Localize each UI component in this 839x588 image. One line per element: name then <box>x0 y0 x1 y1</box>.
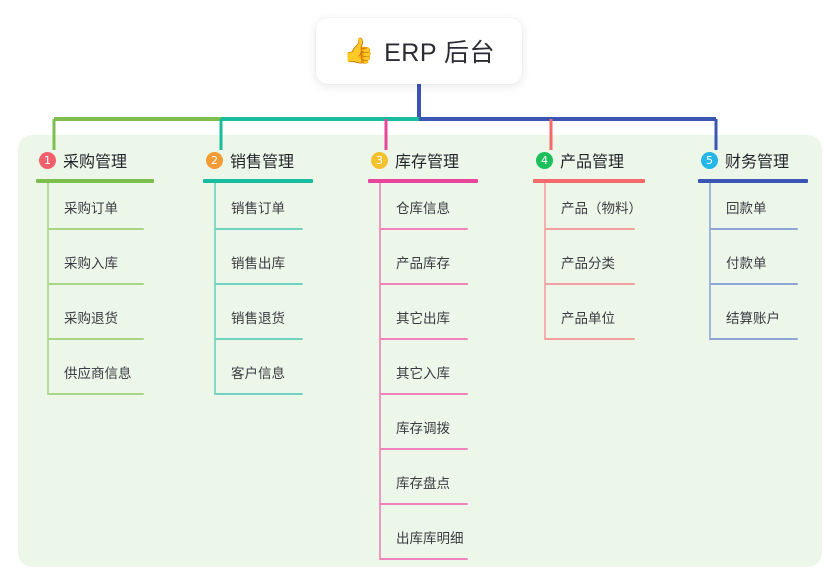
leaf-node-label: 回款单 <box>726 200 767 216</box>
leaf-underline <box>545 227 635 230</box>
branch-underline <box>698 179 808 183</box>
leaf-node-label: 库存调拨 <box>396 420 450 436</box>
leaf-underline <box>380 392 468 395</box>
leaf-node-label: 客户信息 <box>231 365 285 381</box>
leaf-underline <box>380 337 468 340</box>
leaf-underline <box>380 502 468 505</box>
leaf-node[interactable]: 回款单 <box>698 183 808 238</box>
leaf-underline <box>545 282 635 285</box>
leaf-node-label: 其它入库 <box>396 365 450 381</box>
root-node-title: ERP 后台 <box>384 39 496 67</box>
root-node[interactable]: 👍 ERP 后台 <box>316 18 522 84</box>
branch-number-badge: 5 <box>701 151 718 169</box>
branch-number-badge: 1 <box>39 151 56 169</box>
leaf-node[interactable]: 库存盘点 <box>368 458 478 513</box>
leaf-node[interactable]: 采购退货 <box>36 293 154 348</box>
leaf-node[interactable]: 采购入库 <box>36 238 154 293</box>
branch-number-badge: 4 <box>536 151 553 169</box>
branch-underline <box>36 179 154 183</box>
leaf-node[interactable]: 采购订单 <box>36 183 154 238</box>
leaf-node-label: 采购订单 <box>64 200 118 216</box>
leaf-node-label: 其它出库 <box>396 310 450 326</box>
branches-panel <box>18 135 822 567</box>
leaf-node[interactable]: 产品分类 <box>533 238 645 293</box>
branch-underline <box>533 179 645 183</box>
leaf-node-label: 出库库明细 <box>396 530 464 546</box>
leaf-underline <box>215 282 303 285</box>
leaf-node[interactable]: 销售订单 <box>203 183 313 238</box>
leaf-node-label: 产品单位 <box>561 310 615 326</box>
leaf-node[interactable]: 其它入库 <box>368 348 478 403</box>
leaf-node-label: 产品库存 <box>396 255 450 271</box>
leaf-node[interactable]: 仓库信息 <box>368 183 478 238</box>
leaf-underline <box>710 337 798 340</box>
branch-column-3: 3 库存管理仓库信息产品库存其它出库其它入库库存调拨库存盘点出库库明细 <box>368 145 478 568</box>
leaf-node-label: 库存盘点 <box>396 475 450 491</box>
leaf-underline <box>380 282 468 285</box>
leaf-node-label: 供应商信息 <box>64 365 132 381</box>
branch-header-4[interactable]: 4 产品管理 <box>533 145 645 175</box>
branch-column-5: 5 财务管理回款单付款单结算账户 <box>698 145 808 348</box>
leaf-node-label: 产品（物料） <box>561 200 642 216</box>
leaf-node-label: 产品分类 <box>561 255 615 271</box>
leaf-underline <box>48 227 144 230</box>
leaf-underline <box>380 227 468 230</box>
leaf-underline <box>215 392 303 395</box>
branch-title: 销售管理 <box>230 154 295 171</box>
leaf-node[interactable]: 出库库明细 <box>368 513 478 568</box>
branch-column-2: 2 销售管理销售订单销售出库销售退货客户信息 <box>203 145 313 403</box>
leaf-underline <box>545 337 635 340</box>
leaf-underline <box>215 337 303 340</box>
branch-title: 库存管理 <box>395 154 460 171</box>
branch-header-1[interactable]: 1 采购管理 <box>36 145 154 175</box>
leaf-underline <box>48 282 144 285</box>
branch-underline <box>368 179 478 183</box>
leaf-node-label: 采购退货 <box>64 310 118 326</box>
leaf-node[interactable]: 其它出库 <box>368 293 478 348</box>
leaf-node[interactable]: 库存调拨 <box>368 403 478 458</box>
branch-column-4: 4 产品管理产品（物料） 产品分类产品单位 <box>533 145 645 348</box>
leaf-underline <box>710 282 798 285</box>
leaf-node[interactable]: 客户信息 <box>203 348 313 403</box>
leaf-underline <box>380 447 468 450</box>
thumbs-up-icon: 👍 <box>342 36 375 65</box>
branch-underline <box>203 179 313 183</box>
leaf-node-label: 仓库信息 <box>396 200 450 216</box>
leaf-node[interactable]: 供应商信息 <box>36 348 154 403</box>
leaf-underline <box>710 227 798 230</box>
branch-title: 财务管理 <box>725 154 790 171</box>
leaf-node[interactable]: 结算账户 <box>698 293 808 348</box>
branch-header-5[interactable]: 5 财务管理 <box>698 145 808 175</box>
leaf-node-label: 结算账户 <box>726 310 780 326</box>
branch-header-3[interactable]: 3 库存管理 <box>368 145 478 175</box>
branch-title: 采购管理 <box>63 154 128 171</box>
leaf-node[interactable]: 销售退货 <box>203 293 313 348</box>
branch-title: 产品管理 <box>560 154 625 171</box>
leaf-node-label: 采购入库 <box>64 255 118 271</box>
leaf-node-label: 付款单 <box>726 255 767 271</box>
branch-column-1: 1 采购管理采购订单采购入库采购退货供应商信息 <box>36 145 154 403</box>
leaf-node[interactable]: 产品库存 <box>368 238 478 293</box>
leaf-node[interactable]: 付款单 <box>698 238 808 293</box>
leaf-underline <box>380 557 468 560</box>
leaf-node-label: 销售出库 <box>231 255 285 271</box>
branch-header-2[interactable]: 2 销售管理 <box>203 145 313 175</box>
leaf-node[interactable]: 产品（物料） <box>533 183 645 238</box>
leaf-underline <box>48 392 144 395</box>
leaf-node[interactable]: 销售出库 <box>203 238 313 293</box>
leaf-underline <box>215 227 303 230</box>
leaf-underline <box>48 337 144 340</box>
leaf-node-label: 销售订单 <box>231 200 285 216</box>
leaf-node[interactable]: 产品单位 <box>533 293 645 348</box>
branch-number-badge: 2 <box>206 151 223 169</box>
branch-number-badge: 3 <box>371 151 388 169</box>
leaf-node-label: 销售退货 <box>231 310 285 326</box>
